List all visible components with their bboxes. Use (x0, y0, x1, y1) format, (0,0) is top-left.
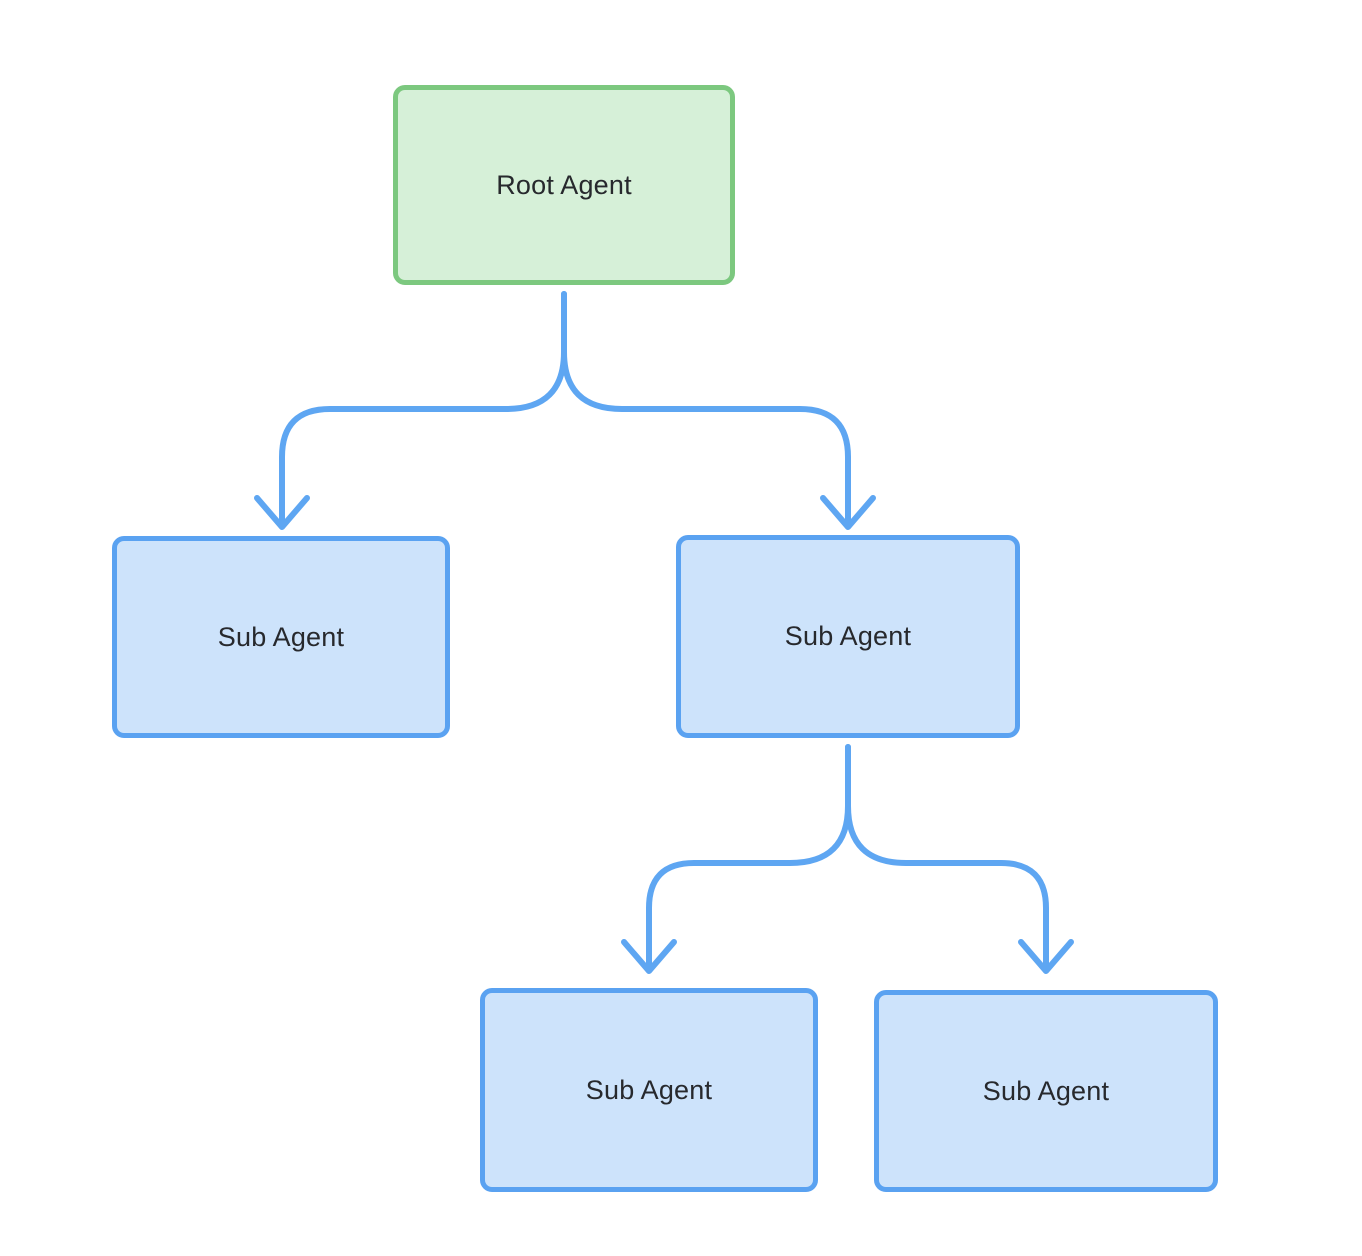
node-sub-agent-1-label: Sub Agent (217, 621, 345, 652)
node-sub-agent-1: Sub Agent (112, 536, 450, 738)
edge-sub-agent-2-to-sub-agent-3-arrowhead-icon (621, 939, 677, 974)
node-root-agent-label: Root Agent (496, 169, 632, 200)
node-sub-agent-3-label: Sub Agent (585, 1074, 713, 1105)
edge-root-agent-to-sub-agent-1 (279, 291, 567, 527)
node-sub-agent-4-label: Sub Agent (982, 1075, 1110, 1106)
edge-sub-agent-2-to-sub-agent-3 (646, 744, 851, 971)
node-sub-agent-2-label: Sub Agent (784, 621, 912, 651)
node-sub-agent-2: Sub Agent (676, 535, 1020, 738)
node-sub-agent-3: Sub Agent (480, 988, 818, 1192)
node-root-agent: Root Agent (393, 85, 735, 285)
edge-sub-agent-2-to-sub-agent-4 (845, 744, 1049, 971)
node-sub-agent-4: Sub Agent (874, 990, 1218, 1192)
edge-root-agent-to-sub-agent-1-arrowhead-icon (254, 495, 310, 530)
edge-root-agent-to-sub-agent-2-arrowhead-icon (820, 495, 876, 530)
edge-root-agent-to-sub-agent-2 (561, 291, 851, 527)
edge-sub-agent-2-to-sub-agent-4-arrowhead-icon (1018, 939, 1074, 974)
